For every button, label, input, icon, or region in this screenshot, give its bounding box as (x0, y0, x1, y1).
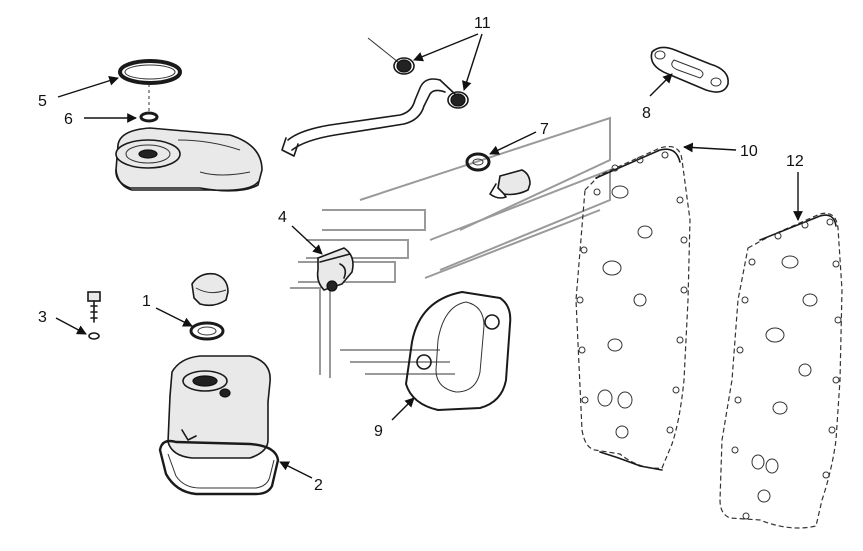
part-10-large-gasket (575, 145, 691, 471)
leader-lines (55, 33, 803, 479)
part-2-gasket (158, 439, 280, 496)
part-1-filler-cap (189, 272, 229, 341)
callout-labels: 5 6 11 8 7 10 12 4 1 3 2 9 (38, 15, 804, 494)
part-11-tube (281, 37, 469, 157)
callout-3: 3 (38, 309, 47, 326)
callout-11: 11 (474, 15, 491, 32)
part-3-bolt (87, 291, 101, 340)
part-8-flange-gasket (650, 46, 729, 93)
callout-8: 8 (642, 105, 651, 122)
part-4-clip (316, 247, 354, 292)
callout-6: 6 (64, 111, 73, 128)
callout-4: 4 (278, 209, 287, 226)
watermark-logo (290, 116, 611, 378)
callout-1: 1 (142, 293, 151, 310)
part-5-o-ring (118, 59, 182, 85)
callout-5: 5 (38, 93, 47, 110)
callout-9: 9 (374, 423, 383, 440)
part-6-seal-ring (139, 84, 159, 123)
breather-housing (115, 127, 263, 192)
callout-7: 7 (540, 121, 549, 138)
part-9-flange-gasket (405, 291, 512, 411)
part-7-plug (465, 152, 531, 199)
callout-2: 2 (314, 477, 323, 494)
part-12-large-gasket (719, 212, 843, 529)
callout-12: 12 (786, 153, 804, 170)
callout-10: 10 (740, 143, 758, 160)
